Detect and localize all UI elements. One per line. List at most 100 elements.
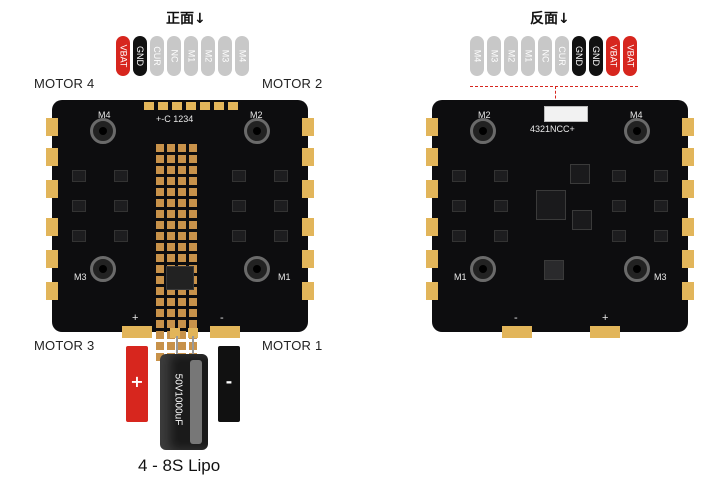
battery-pad-plus	[122, 326, 152, 338]
back-silk-m2: M2	[478, 110, 491, 120]
mosfet	[612, 170, 626, 182]
back-pin-label: NC	[540, 49, 550, 63]
motor-pad	[46, 180, 58, 198]
motor-pad	[302, 250, 314, 268]
back-pin-m2: M2	[504, 36, 518, 76]
motor-1-label: MOTOR 1	[262, 338, 323, 353]
motor-pad	[426, 148, 438, 166]
motor-pad	[426, 180, 438, 198]
mount-hole	[244, 118, 270, 144]
mosfet	[274, 200, 288, 212]
mount-hole	[90, 256, 116, 282]
silk-m4: M4	[98, 110, 111, 120]
battery-wire-negative: -	[218, 346, 240, 422]
back-pin-label: M1	[522, 49, 533, 63]
front-pin-label: M3	[219, 49, 230, 63]
back-pin-gnd: GND	[572, 36, 586, 76]
mount-hole	[90, 118, 116, 144]
front-title: 正面↓	[166, 11, 206, 27]
motor-pad	[46, 282, 58, 300]
cap-pad	[188, 328, 198, 338]
capacitor-stripe	[190, 360, 202, 444]
front-pin-m3: M3	[218, 36, 232, 76]
back-pin-label: M3	[488, 49, 499, 63]
back-pin-vbat: VBAT	[623, 36, 637, 76]
motor-4-label: MOTOR 4	[34, 76, 95, 91]
battery-wire-positive: +	[126, 346, 148, 422]
motor-pad	[682, 180, 694, 198]
back-pin-label: CUR	[557, 46, 567, 66]
lipo-label: 4 - 8S Lipo	[138, 456, 221, 475]
mosfet	[654, 170, 668, 182]
motor-pad	[46, 250, 58, 268]
inductor	[544, 260, 564, 280]
motor-pad	[302, 282, 314, 300]
motor-3-label: MOTOR 3	[34, 338, 95, 353]
mosfet	[114, 230, 128, 242]
front-pin-m4: M4	[235, 36, 249, 76]
battery-pad-minus	[210, 326, 240, 338]
front-pin-gnd: GND	[133, 36, 147, 76]
battery-plus-sign: +	[130, 372, 144, 391]
cap-pad	[170, 328, 180, 338]
back-header-silk: 4321NCC+	[530, 124, 575, 134]
silk-m2: M2	[250, 110, 263, 120]
motor-pad	[426, 250, 438, 268]
mosfet	[452, 230, 466, 242]
mosfet	[232, 200, 246, 212]
front-pin-label: M1	[185, 49, 196, 63]
back-pin-vbat: VBAT	[606, 36, 620, 76]
motor-2-label: MOTOR 2	[262, 76, 323, 91]
mosfet	[612, 200, 626, 212]
mount-hole	[244, 256, 270, 282]
mosfet	[452, 200, 466, 212]
mosfet	[612, 230, 626, 242]
header-pad	[186, 102, 196, 110]
driver-chip	[570, 164, 590, 184]
back-pin-label: M4	[471, 49, 482, 63]
mosfet	[654, 200, 668, 212]
front-pin-nc: NC	[167, 36, 181, 76]
mosfet	[114, 170, 128, 182]
mosfet	[72, 230, 86, 242]
motor-pad	[302, 118, 314, 136]
motor-pad	[46, 148, 58, 166]
mosfet	[274, 230, 288, 242]
capacitor-lead	[192, 336, 194, 356]
mosfet	[494, 200, 508, 212]
back-pin-cur: CUR	[555, 36, 569, 76]
back-silk-plus: +	[602, 312, 609, 324]
front-board: +-C 1234 M4 M2 M3 M1	[46, 100, 314, 361]
motor-pad	[682, 148, 694, 166]
motor-pad	[682, 282, 694, 300]
battery-pad-minus	[502, 326, 532, 338]
capacitor-lead	[176, 336, 178, 356]
mount-hole	[624, 256, 650, 282]
battery-minus-sign: -	[225, 372, 233, 391]
mosfet	[72, 200, 86, 212]
back-pin-m4: M4	[470, 36, 484, 76]
motor-pad	[426, 218, 438, 236]
jst-connector	[544, 106, 588, 122]
mosfet	[274, 170, 288, 182]
back-pin-m3: M3	[487, 36, 501, 76]
back-silk-m1: M1	[454, 272, 467, 282]
mosfet	[494, 170, 508, 182]
back-pin-label: M2	[505, 49, 516, 63]
capacitor: 50V1000uF	[160, 354, 208, 450]
header-pad	[158, 102, 168, 110]
mount-hole	[470, 256, 496, 282]
back-dash-line	[470, 86, 638, 87]
mosfet	[654, 230, 668, 242]
motor-pad	[302, 180, 314, 198]
mosfet	[232, 230, 246, 242]
header-pad	[228, 102, 238, 110]
mosfet	[72, 170, 86, 182]
front-pin-cur: CUR	[150, 36, 164, 76]
front-pin-label: NC	[169, 49, 179, 63]
back-dash-connector	[555, 86, 556, 108]
front-pin-label: M4	[236, 49, 247, 63]
mount-hole	[624, 118, 650, 144]
